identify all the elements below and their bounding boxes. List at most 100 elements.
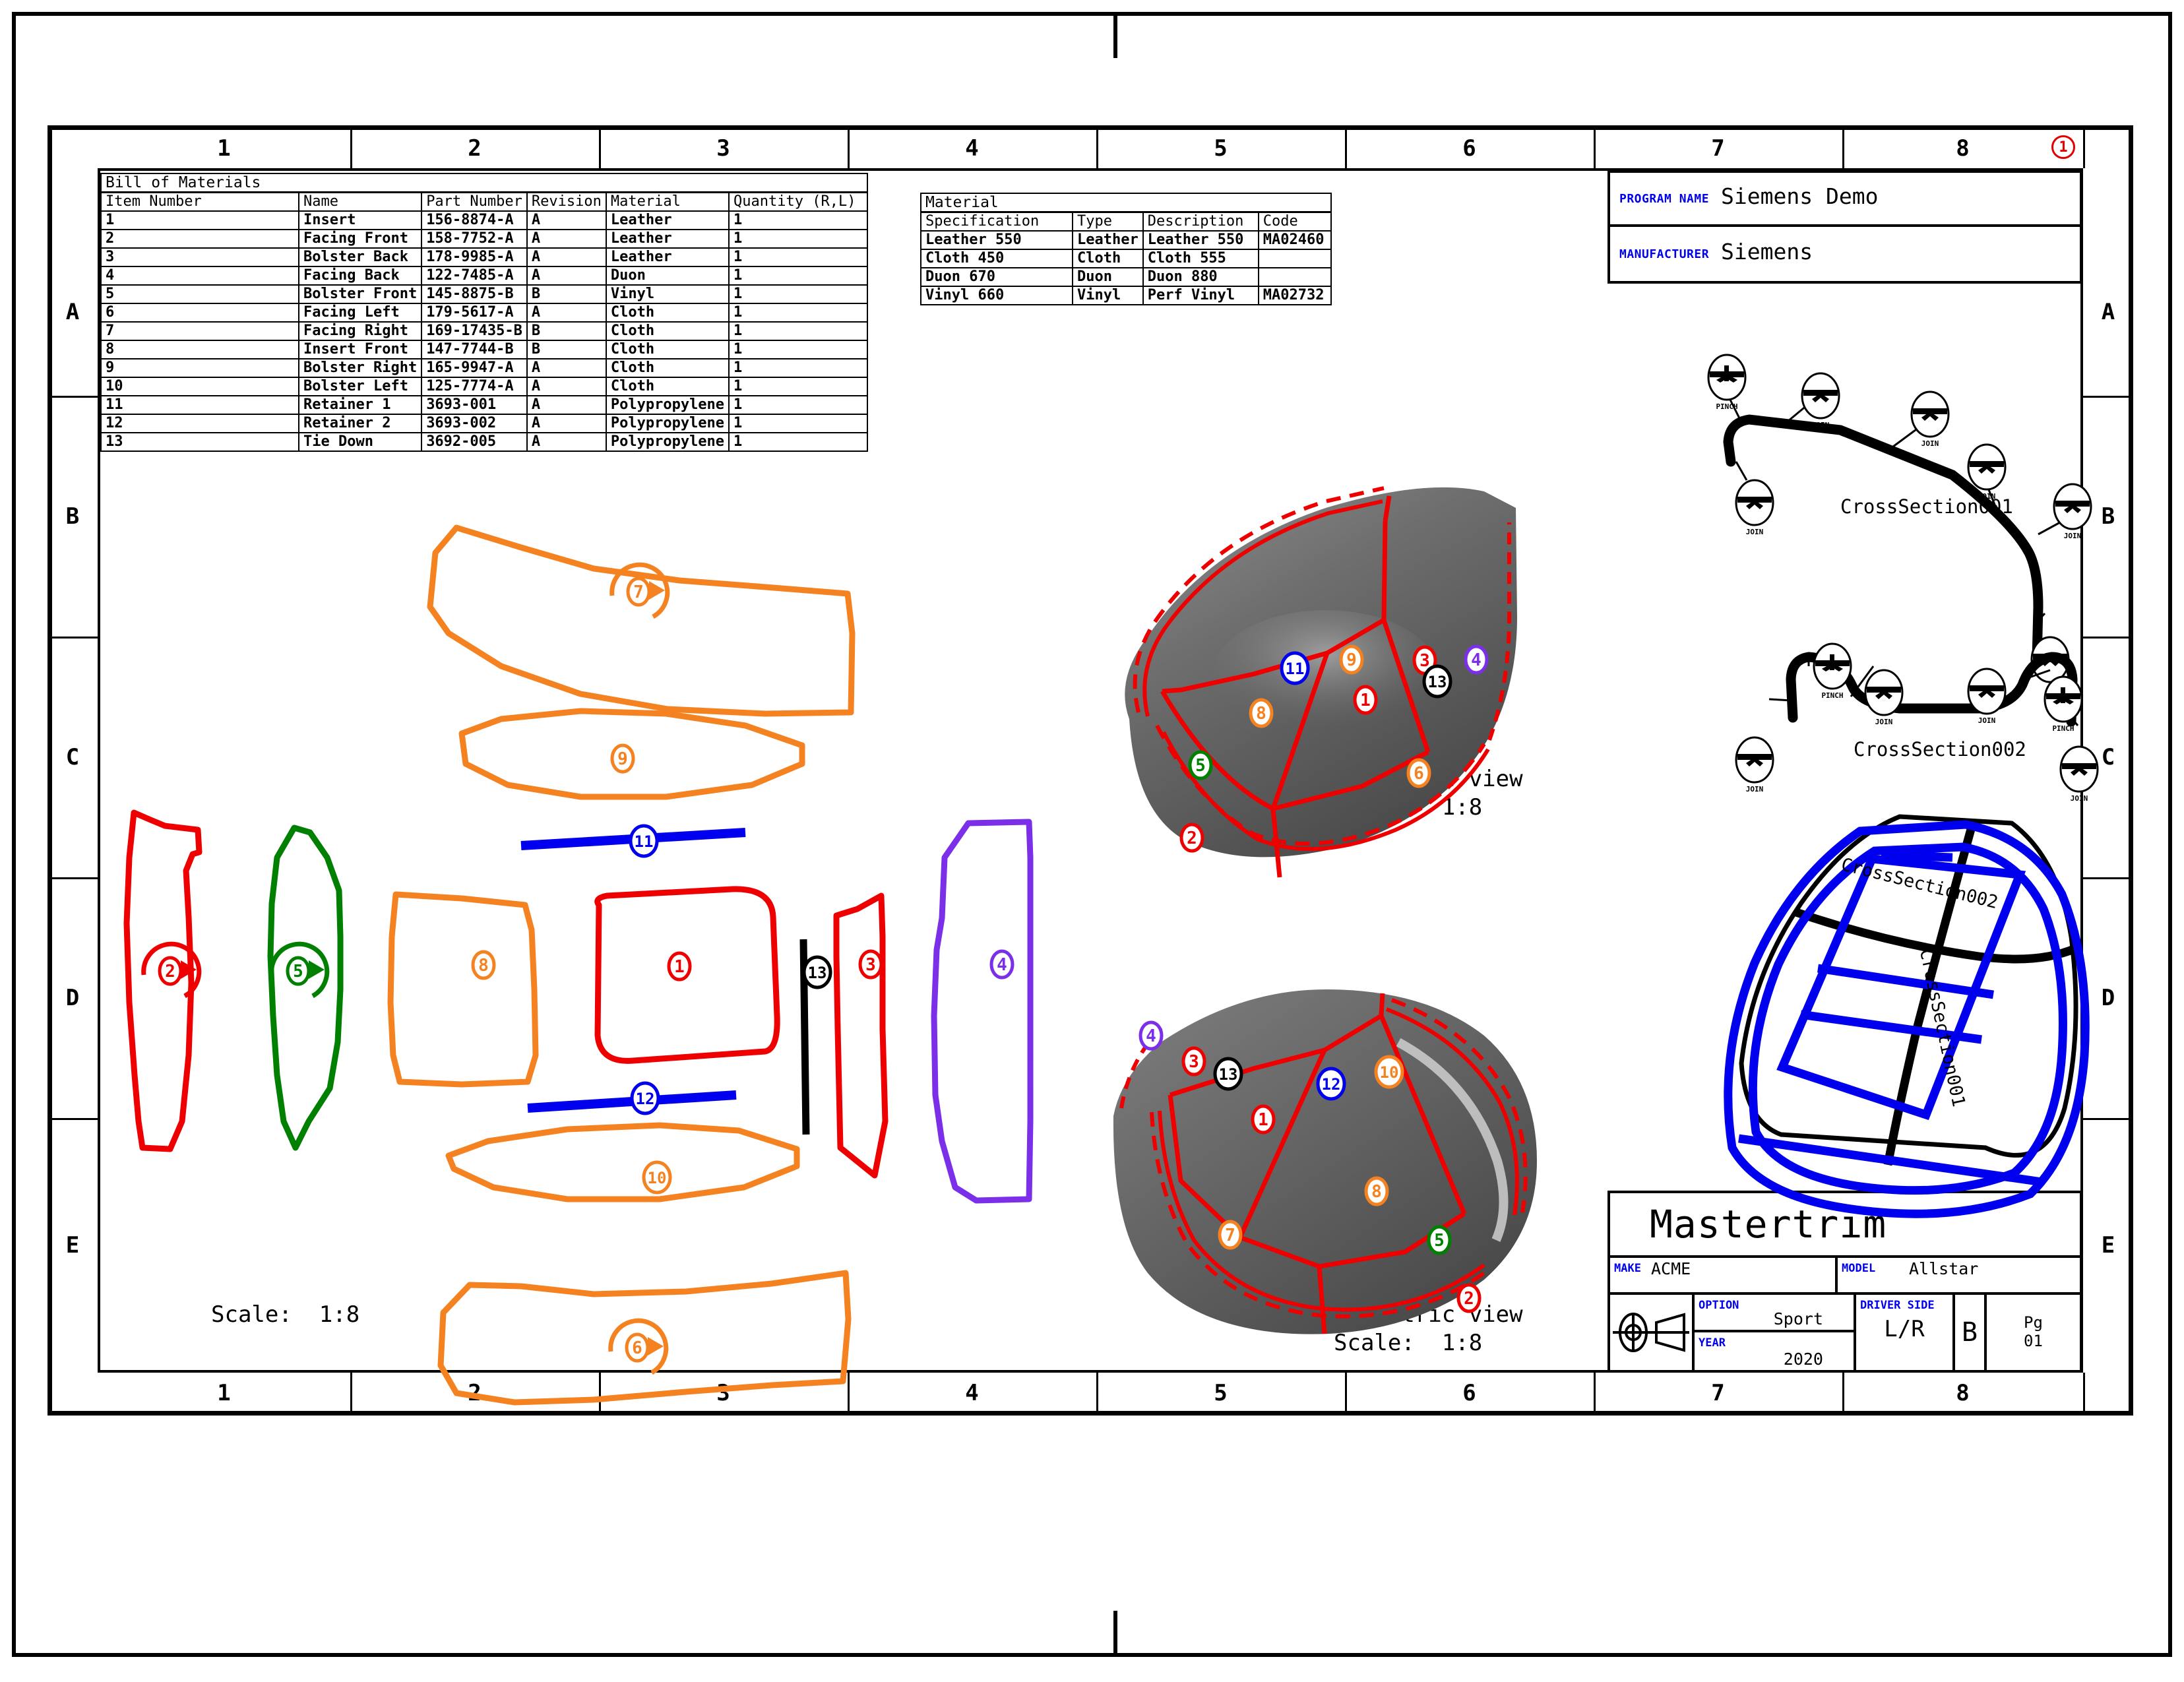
program-name-label: PROGRAM NAME [1619, 191, 1710, 206]
balloon-number: 13 [1219, 1065, 1238, 1084]
material-type: Cloth [1072, 248, 1144, 268]
sheet-revision-marker: 1 [2051, 135, 2075, 159]
svg-text:JOIN: JOIN [2071, 794, 2088, 803]
bom-quantity: 1 [728, 394, 869, 415]
balloon-circle [1139, 1020, 1164, 1051]
zone-row-left-a: A [65, 298, 80, 325]
balloon-4: 4 [1464, 644, 1489, 675]
cross-section-002-label: CrossSection002 [1854, 738, 2026, 761]
balloon-1: 1 [1353, 685, 1378, 715]
bom-item-number: 1 [100, 210, 299, 230]
program-name-value: Siemens Demo [1721, 183, 1879, 209]
material-specification: Duon 670 [920, 266, 1073, 287]
balloon-2: 2 [1179, 823, 1204, 853]
year-label: YEAR [1699, 1336, 1726, 1350]
balloon-circle [1181, 1046, 1206, 1076]
bom-quantity: 1 [728, 321, 869, 341]
flat-piece-insert [594, 886, 780, 1064]
flat-pattern-scale-label: Scale: 1:8 [211, 1301, 360, 1328]
flat-piece-bolster-left [445, 1122, 800, 1202]
bom-item-number: 5 [100, 284, 299, 304]
balloon-circle [802, 955, 832, 989]
zone-col-divider [2083, 125, 2085, 168]
balloon-4: 4 [989, 949, 1014, 980]
balloon-circle [1406, 758, 1431, 788]
balloon-11: 11 [629, 824, 659, 858]
svg-text:JOIN: JOIN [1812, 421, 1830, 429]
cross-section-001-graphic: PINCH JOIN JOIN J [1707, 354, 2092, 683]
balloon-3: 3 [858, 949, 883, 980]
bom-revision: B [526, 339, 607, 359]
material-specification: Vinyl 660 [920, 285, 1073, 305]
zone-col-divider [1345, 1373, 1347, 1416]
balloon-8: 8 [1249, 698, 1274, 728]
balloon-circle [858, 949, 883, 980]
zone-row-left-e: E [65, 1232, 80, 1259]
option-value: Sport [1773, 1309, 1823, 1328]
stitch-lines-top [1133, 486, 1511, 852]
balloon-number: 8 [1371, 1182, 1382, 1202]
first-angle-projection-icon [1613, 1313, 1689, 1352]
bom-quantity: 1 [728, 265, 869, 286]
bom-material: Polypropylene [605, 394, 730, 415]
balloon-circle [1249, 698, 1274, 728]
bom-item-number: 4 [100, 265, 299, 286]
material-header-cell: Type [1072, 211, 1144, 232]
zone-row-divider [2083, 396, 2133, 398]
balloon-number: 6 [1414, 764, 1424, 784]
balloon-2: 2 [1456, 1283, 1482, 1313]
balloon-number: 9 [617, 749, 628, 769]
bom-part-number: 3693-002 [421, 413, 528, 433]
bom-name: Insert Front [297, 339, 423, 359]
zone-col-top-6: 6 [1462, 135, 1476, 162]
bom-material: Cloth [605, 339, 730, 359]
projection-symbol-cell [1610, 1295, 1695, 1370]
balloon-circle [1179, 823, 1204, 853]
zone-row-left-d: D [65, 984, 80, 1011]
flat-piece-bolster-right [458, 708, 805, 800]
balloon-number: 4 [1146, 1026, 1156, 1046]
bom-name: Insert [297, 210, 423, 230]
cushion-specular-bottom [1396, 1038, 1509, 1242]
rotation-arrow-head-icon [649, 581, 665, 600]
svg-text:PINCH: PINCH [1716, 402, 1737, 411]
model-cell: MODEL Allstar [1838, 1258, 2080, 1292]
bom-name: Bolster Right [297, 358, 423, 378]
zone-row-divider [47, 877, 98, 879]
bom-header-cell: Material [605, 191, 730, 212]
balloon-circle [1427, 1225, 1452, 1255]
zone-col-top-8: 8 [1956, 135, 1970, 162]
zone-row-right-e: E [2101, 1232, 2115, 1259]
bom-material: Cloth [605, 376, 730, 396]
balloon-circle [989, 949, 1014, 980]
bom-material: Vinyl [605, 284, 730, 304]
material-code: MA02460 [1257, 230, 1332, 250]
balloon-6: 6 [1406, 758, 1431, 788]
bom-quantity: 1 [728, 210, 869, 230]
balloon-7: 7 [609, 562, 670, 619]
svg-text:PINCH: PINCH [2052, 724, 2074, 733]
balloon-7: 7 [1218, 1220, 1243, 1250]
zone-col-divider [599, 1373, 601, 1416]
zone-col-divider [848, 125, 850, 168]
svg-text:JOIN: JOIN [1746, 528, 1764, 536]
balloon-circle [610, 743, 635, 774]
bom-item-number: 10 [100, 376, 299, 396]
balloon-number: 2 [165, 962, 175, 981]
make-cell: MAKE ACME [1610, 1258, 1838, 1292]
manufacturer-value: Siemens [1721, 239, 1813, 265]
material-header-cell: Description [1142, 211, 1259, 232]
make-label: MAKE [1614, 1262, 1641, 1275]
balloon-circle [1280, 651, 1310, 685]
svg-text:JOIN: JOIN [1875, 718, 1893, 726]
model-value: Allstar [1909, 1259, 1979, 1278]
balloon-3: 3 [1181, 1046, 1206, 1076]
